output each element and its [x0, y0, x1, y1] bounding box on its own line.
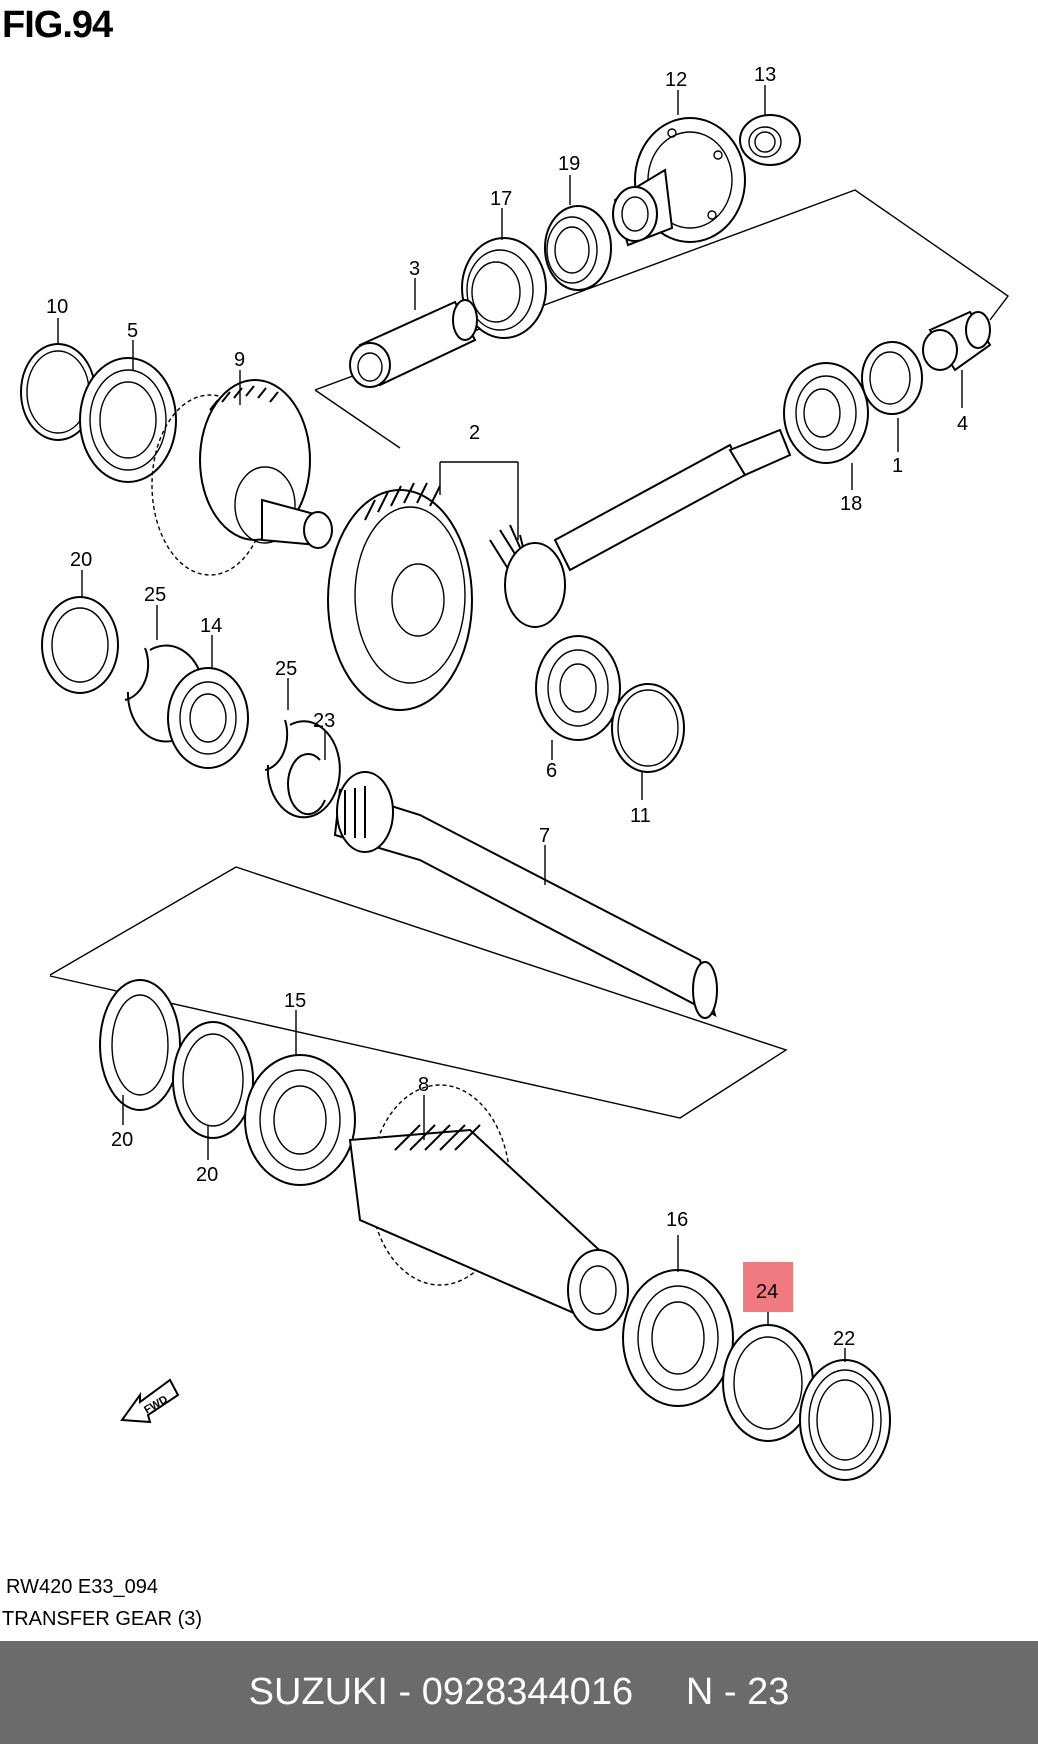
footer-separator: -	[387, 1671, 422, 1713]
lower-assembly-frame	[49, 866, 788, 1119]
drive-gear-shaft-8-part	[348, 1084, 629, 1331]
bearing-16-part	[622, 1269, 734, 1407]
exploded-parts-diagram: FWD 12 13 19 17 3 10 5 9 2	[20, 64, 1009, 1481]
snap-ring-25b-part	[264, 719, 341, 819]
callout-17: 17	[490, 188, 512, 210]
callout-3: 3	[409, 258, 420, 280]
oil-seal-20b-part	[172, 1021, 254, 1139]
callout-14: 14	[200, 615, 222, 637]
hypoid-gear-set-2-part	[327, 428, 792, 711]
flange-nut-part	[739, 114, 801, 166]
oil-seal-20a-part	[99, 979, 181, 1111]
callout-1: 1	[892, 455, 903, 477]
output-shaft-7-part	[333, 771, 718, 1019]
callout-21: 20	[70, 549, 92, 571]
bearing-14-part	[167, 667, 249, 769]
callout-16: 16	[666, 1209, 688, 1231]
shim-11-part	[611, 683, 685, 773]
callout-24: 23	[313, 710, 335, 732]
highlight-box	[743, 1262, 793, 1312]
oil-seal-22-part	[799, 1359, 891, 1481]
callout-9: 9	[234, 349, 245, 371]
footer-ref: N - 23	[685, 1671, 790, 1713]
taper-bearing-17-part	[461, 237, 547, 339]
oil-seal-19-part	[544, 205, 612, 291]
callout-18: 18	[840, 493, 862, 515]
sleeve-4-part	[922, 310, 992, 372]
bearing-15-part	[244, 1054, 356, 1186]
callout-8: 8	[418, 1074, 429, 1096]
callout-25-right: 25	[275, 658, 297, 680]
footer-part-number: 0928344016	[421, 1671, 634, 1713]
diagram-description: TRANSFER GEAR (3)	[2, 1608, 203, 1630]
callout-25-left: 25	[144, 584, 166, 606]
callout-13: 13	[754, 64, 776, 86]
callout-20-left: 20	[111, 1129, 133, 1151]
oil-seal-1-part	[861, 341, 923, 415]
spacer-3-part	[349, 299, 478, 388]
driven-bevel-gear-9-part	[151, 379, 333, 576]
callout-6: 6	[546, 760, 557, 782]
callout-23: 24	[756, 1281, 778, 1303]
callout-4: 4	[957, 413, 968, 435]
oil-seal-21-part	[41, 596, 119, 694]
callout-7: 7	[539, 825, 550, 847]
diagram-code: RW420 E33_094	[6, 1576, 158, 1598]
companion-flange-part	[612, 117, 746, 247]
callout-15: 15	[284, 990, 306, 1012]
callout-22: 22	[833, 1328, 855, 1350]
footer-text: SUZUKI - 0928344016 N - 23	[0, 1671, 1038, 1714]
callout-19: 19	[558, 153, 580, 175]
ball-bearing-18-part	[783, 362, 869, 464]
callout-10: 10	[46, 296, 68, 318]
callout-20-right: 20	[196, 1164, 218, 1186]
callout-12: 12	[665, 69, 687, 91]
callout-2: 2	[469, 422, 480, 444]
circlip-24-part	[287, 753, 326, 816]
callout-11: 11	[630, 805, 651, 827]
footer-bar: SUZUKI - 0928344016 N - 23	[0, 1641, 1038, 1744]
figure-title: FIG.94	[2, 4, 113, 46]
footer-brand: SUZUKI	[248, 1671, 388, 1713]
taper-bearing-5-part	[79, 357, 177, 483]
fwd-arrow-icon: FWD	[120, 1378, 180, 1424]
callout-5: 5	[127, 320, 138, 342]
bearing-6-part	[535, 635, 621, 741]
